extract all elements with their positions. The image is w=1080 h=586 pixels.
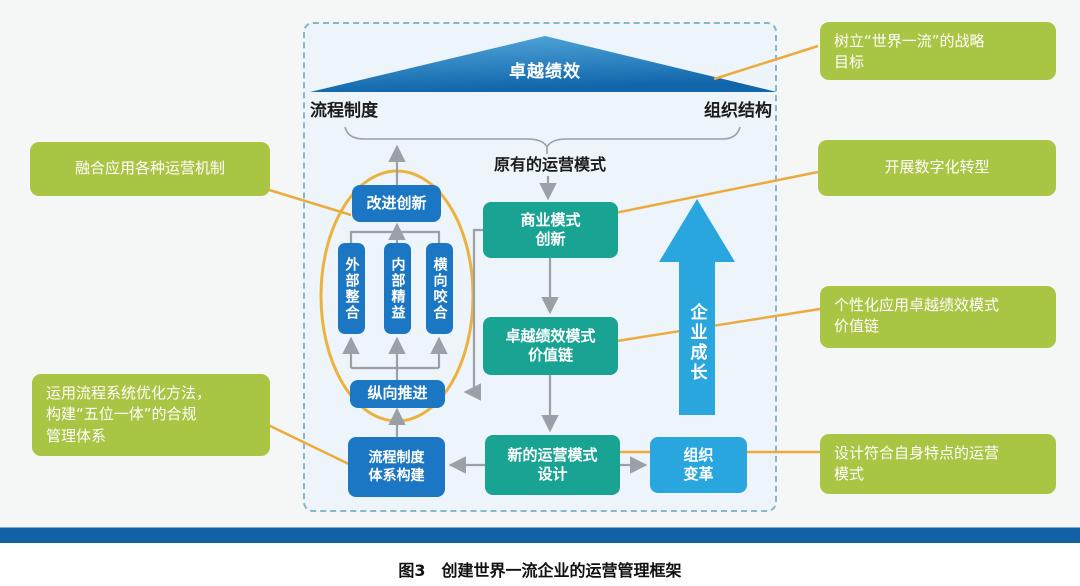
figure-caption: 图3 创建世界一流企业的运营管理框架 [398, 561, 682, 580]
growth-arrow [659, 199, 735, 415]
node-new-operating-model-design: 新的运营模式 设计 [485, 435, 620, 495]
roof-label: 卓越绩效 [509, 62, 581, 82]
node-horizontal-meshing: 横向咬合 [426, 243, 453, 334]
callout-left-bottom: 运用流程系统优化方法， 构建“五位一体”的合规 管理体系 [32, 374, 270, 456]
footer-divider-bar [0, 527, 1080, 544]
node-external-integration: 外部整合 [338, 243, 365, 334]
callout-right-excellence: 个性化应用卓越绩效模式 价值链 [820, 286, 1056, 348]
node-internal-lean: 内部精益 [384, 243, 411, 334]
roof-triangle [310, 36, 777, 92]
gray-connectors [342, 144, 648, 474]
node-excellence-value-chain: 卓越绩效模式 价值链 [483, 317, 618, 375]
node-vertical-advance: 纵向推进 [350, 380, 445, 408]
original-model-label: 原有的运营模式 [493, 155, 606, 174]
callout-left-top: 融合应用各种运营机制 [30, 142, 270, 196]
callout-right-design: 设计符合自身特点的运营 模式 [820, 434, 1056, 494]
node-process-system-build: 流程制度 体系构建 [348, 437, 445, 497]
pillar-left-label: 流程制度 [310, 101, 378, 121]
node-business-model-innovation: 商业模式 创新 [483, 202, 618, 258]
growth-arrow-label: 企业成长 [686, 303, 707, 383]
pillar-right-label: 组织结构 [704, 101, 772, 121]
brace [344, 126, 741, 149]
callout-right-digital: 开展数字化转型 [818, 140, 1056, 196]
callout-right-strategy: 树立“世界一流”的战略 目标 [820, 22, 1056, 80]
node-organization-change: 组织 变革 [650, 437, 747, 493]
caption-area: 图3 创建世界一流企业的运营管理框架 [0, 543, 1080, 586]
node-improve-innovation: 改进创新 [352, 185, 441, 222]
